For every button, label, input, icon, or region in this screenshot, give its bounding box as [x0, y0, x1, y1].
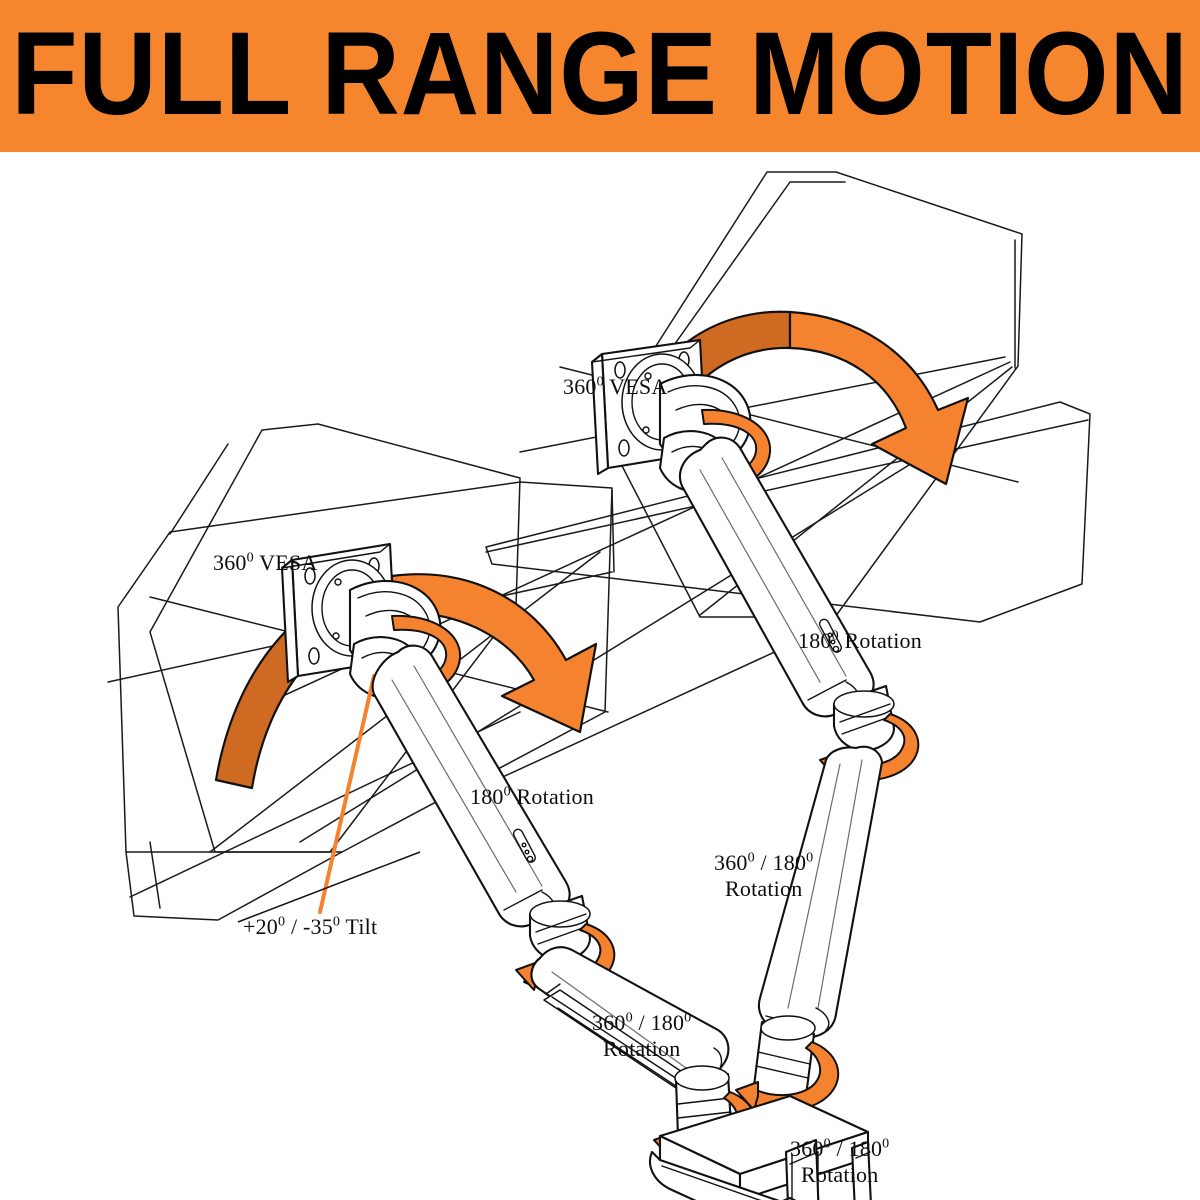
elbow-joint-left — [528, 894, 592, 962]
elbow-rotation-right-label: 3600 / 1800 Rotation — [714, 850, 813, 902]
arm-left-lower — [530, 946, 730, 1101]
head-rotation-left-label: 1800 Rotation — [470, 783, 594, 809]
tilt-leader-line — [318, 674, 376, 914]
elbow-rotation-left-line1: 3600 / 1800 — [592, 1009, 692, 1035]
head-rotation-right-label: 1800 Rotation — [798, 627, 922, 653]
base-rotation-line1: 3600 / 1800 — [790, 1135, 890, 1161]
desk-clamp-base — [649, 1094, 872, 1200]
vesa-left-label: 3600 VESA — [213, 549, 318, 575]
monitor-arm-diagram — [107, 171, 1091, 1200]
elbow-joint-right — [832, 684, 896, 752]
tilt-label: +200 / -350 Tilt — [243, 913, 378, 939]
elbow-rotation-left-line2: Rotation — [603, 1035, 681, 1061]
elbow-rotation-right-line1: 3600 / 1800 — [714, 849, 814, 875]
vesa-right-label: 3600 VESA — [563, 373, 668, 399]
header-banner: FULL RANGE MOTION — [0, 0, 1200, 152]
arm-right-upper — [678, 436, 875, 718]
base-rotation-label: 3600 / 1800 Rotation — [790, 1136, 889, 1188]
elbow-rotation-right-line2: Rotation — [725, 875, 803, 901]
elbow-rotation-left-label: 3600 / 1800 Rotation — [592, 1010, 691, 1062]
diagram-stage: 3600 VESA 3600 VESA 1800 Rotation 1800 R… — [0, 152, 1200, 1200]
page-title: FULL RANGE MOTION — [11, 8, 1189, 140]
base-rotation-line2: Rotation — [801, 1161, 879, 1187]
